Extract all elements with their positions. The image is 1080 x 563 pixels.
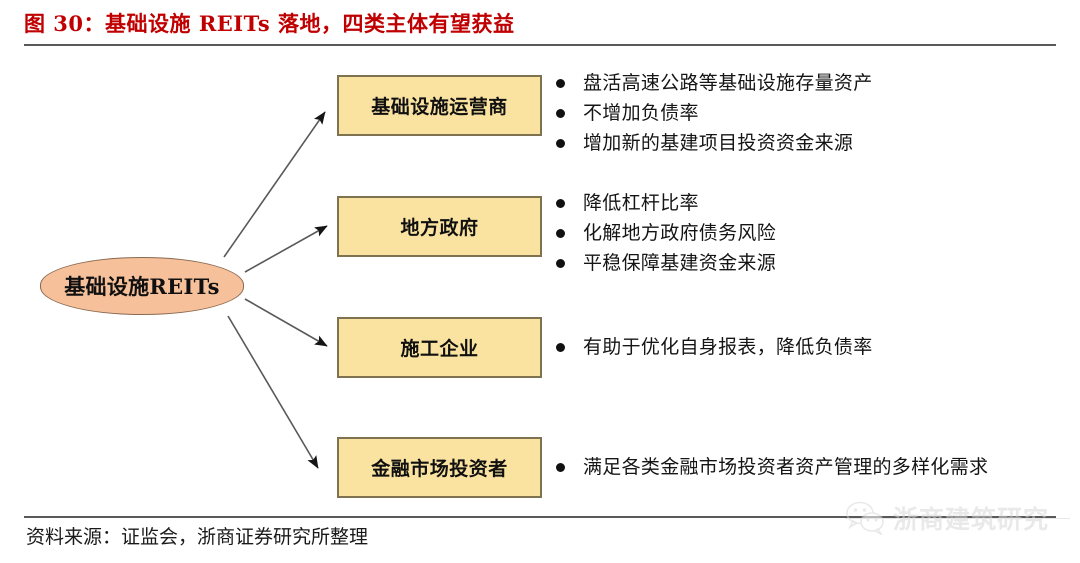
- list-item-label: 化解地方政府债务风险: [583, 222, 777, 244]
- footer-divider: [24, 516, 1056, 518]
- bullet-icon: [556, 229, 565, 238]
- diagram-canvas: 基础设施REITs 基础设施运营商 地方政府 施工企业 金融市场投资者 盘活高速…: [0, 50, 1080, 512]
- list-item: 满足各类金融市场投资者资产管理的多样化需求: [556, 452, 1076, 482]
- list-item: 不增加负债率: [556, 98, 1076, 128]
- category-box-label: 施工企业: [400, 338, 479, 360]
- list-item: 盘活高速公路等基础设施存量资产: [556, 68, 1076, 98]
- category-box-label: 金融市场投资者: [371, 458, 508, 480]
- list-item-label: 有助于优化自身报表，降低负债率: [583, 336, 873, 358]
- list-item: 化解地方政府债务风险: [556, 218, 1076, 248]
- category-box-operator[interactable]: 基础设施运营商: [337, 75, 542, 136]
- benefit-list-local-government: 降低杠杆比率 化解地方政府债务风险 平稳保障基建资金来源: [556, 188, 1076, 278]
- category-box-local-government[interactable]: 地方政府: [337, 196, 542, 257]
- arrow-to-branch-3: [227, 315, 319, 469]
- benefit-list-construction-enterprise: 有助于优化自身报表，降低负债率: [556, 332, 1076, 362]
- category-box-construction-enterprise[interactable]: 施工企业: [337, 317, 542, 378]
- arrow-to-branch-0: [223, 111, 326, 258]
- list-item-label: 增加新的基建项目投资资金来源: [583, 132, 854, 154]
- arrow-layer: [223, 111, 328, 469]
- list-item: 增加新的基建项目投资资金来源: [556, 128, 1076, 158]
- list-item-label: 满足各类金融市场投资者资产管理的多样化需求: [583, 456, 989, 478]
- list-item-label: 降低杠杆比率: [583, 192, 699, 214]
- bullet-icon: [556, 463, 565, 472]
- watermark-rule: [845, 518, 1070, 519]
- bullet-icon: [556, 199, 565, 208]
- arrow-to-branch-1: [244, 225, 328, 273]
- list-item-label: 不增加负债率: [583, 102, 699, 124]
- benefit-list-operator: 盘活高速公路等基础设施存量资产 不增加负债率 增加新的基建项目投资资金来源: [556, 68, 1076, 158]
- list-item-label: 平稳保障基建资金来源: [583, 252, 777, 274]
- bullet-icon: [556, 109, 565, 118]
- bullet-icon: [556, 343, 565, 352]
- category-box-financial-investor[interactable]: 金融市场投资者: [337, 437, 542, 498]
- list-item: 平稳保障基建资金来源: [556, 248, 1076, 278]
- center-node-reits[interactable]: 基础设施REITs: [40, 257, 244, 315]
- center-node-label: 基础设施REITs: [64, 274, 220, 299]
- source-note: 资料来源：证监会，浙商证券研究所整理: [26, 526, 369, 548]
- category-box-label: 基础设施运营商: [371, 96, 508, 118]
- bullet-icon: [556, 79, 565, 88]
- page-title: 图 30：基础设施 REITs 落地，四类主体有望获益: [24, 11, 515, 36]
- category-box-label: 地方政府: [400, 217, 479, 239]
- benefit-list-financial-investor: 满足各类金融市场投资者资产管理的多样化需求: [556, 452, 1076, 482]
- arrow-to-branch-2: [244, 298, 328, 347]
- title-divider: [24, 44, 1056, 46]
- list-item-label: 盘活高速公路等基础设施存量资产: [583, 72, 873, 94]
- list-item: 有助于优化自身报表，降低负债率: [556, 332, 1076, 362]
- bullet-icon: [556, 139, 565, 148]
- bullet-icon: [556, 259, 565, 268]
- list-item: 降低杠杆比率: [556, 188, 1076, 218]
